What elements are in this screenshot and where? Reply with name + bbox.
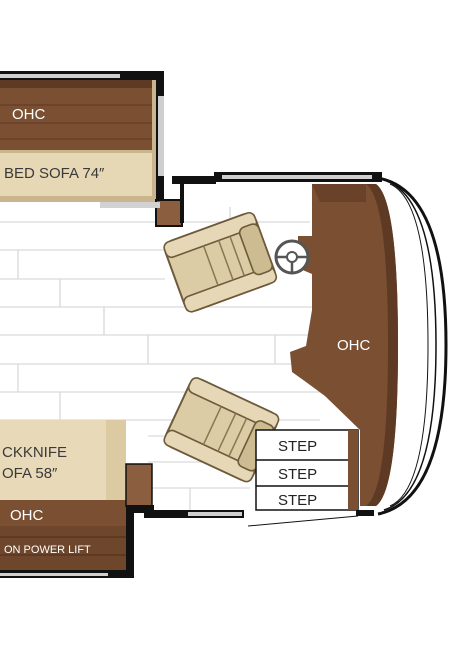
jackknife-sofa-block xyxy=(0,420,153,570)
driver-recliner-icon xyxy=(163,211,278,313)
ohc-label-lower-left: OHC xyxy=(10,507,44,524)
bed-sofa-label: BED SOFA 74″ xyxy=(4,165,105,182)
steering-wheel-icon xyxy=(274,239,310,275)
ohc-label-cockpit: OHC xyxy=(337,337,371,354)
dashboard-ohc xyxy=(290,184,398,506)
floorplan-labels: OHC BED SOFA 74″ OHC CKKNIFE OFA 58″ OHC… xyxy=(2,106,371,556)
step-label-3: STEP xyxy=(278,492,317,509)
step-label-1: STEP xyxy=(278,438,317,455)
tv-power-lift-label: ON POWER LIFT xyxy=(4,544,91,556)
step-label-2: STEP xyxy=(278,466,317,483)
ohc-label-upper-left: OHC xyxy=(12,106,46,123)
jackknife-label-line2: OFA 58″ xyxy=(2,465,58,482)
jackknife-label-line1: CKKNIFE xyxy=(2,444,67,461)
lower-left-walls xyxy=(0,505,244,578)
passenger-recliner-icon xyxy=(163,377,280,483)
bed-sofa-block xyxy=(0,80,156,202)
entry-steps xyxy=(247,429,374,527)
upper-left-walls xyxy=(0,71,216,227)
